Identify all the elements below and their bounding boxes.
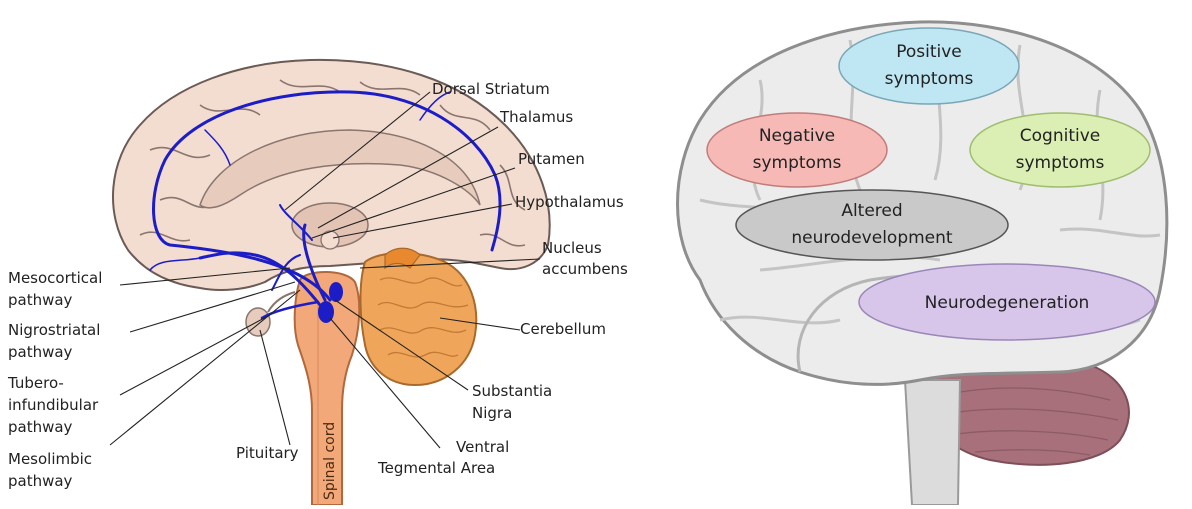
oval-positive-symptoms (839, 28, 1019, 104)
label-cerebellum: Cerebellum (520, 320, 606, 338)
label-nigrostriatal-line2: pathway (8, 343, 73, 361)
altered-neurodevelopment-line2: neurodevelopment (791, 228, 953, 248)
label-putamen: Putamen (518, 150, 585, 168)
right-brain-panel: Positive symptoms Negative symptoms Cogn… (678, 22, 1167, 505)
negative-symptoms-line1: Negative (759, 126, 835, 146)
left-brain-panel: Dorsal Striatum Thalamus Putamen Hypotha… (7, 60, 628, 505)
label-substantia-nigra-line1: Substantia (472, 382, 552, 400)
substantia-nigra-blob (329, 282, 343, 302)
cognitive-symptoms-line2: symptoms (1016, 153, 1105, 173)
cerebellum-shape (360, 248, 476, 385)
label-hypothalamus: Hypothalamus (515, 193, 624, 211)
label-vta-line1: Ventral (456, 438, 509, 456)
negative-symptoms-line2: symptoms (753, 153, 842, 173)
label-mesocortical-line1: Mesocortical (8, 269, 102, 287)
oval-negative-symptoms (707, 113, 887, 187)
right-brainstem (905, 380, 960, 505)
label-nucleus-accumbens-line2: accumbens (542, 260, 628, 278)
label-mesolimbic-line2: pathway (8, 472, 73, 490)
label-nucleus-accumbens-line1: Nucleus (542, 239, 602, 257)
oval-cognitive-symptoms (970, 113, 1150, 187)
neurodegeneration-label: Neurodegeneration (925, 293, 1090, 313)
label-spinal-cord: Spinal cord (322, 422, 338, 500)
label-mesocortical-line2: pathway (8, 291, 73, 309)
label-tubero-line3: pathway (8, 418, 73, 436)
cognitive-symptoms-line1: Cognitive (1020, 126, 1100, 146)
label-thalamus: Thalamus (499, 108, 573, 126)
label-substantia-nigra-line2: Nigra (472, 404, 512, 422)
positive-symptoms-line1: Positive (896, 42, 962, 62)
label-tubero-line1: Tubero- (7, 374, 64, 392)
label-tubero-line2: infundibular (8, 396, 99, 414)
label-mesolimbic-line1: Mesolimbic (8, 450, 92, 468)
label-pituitary: Pituitary (236, 444, 299, 462)
label-dorsal-striatum: Dorsal Striatum (432, 80, 550, 98)
altered-neurodevelopment-line1: Altered (841, 201, 902, 221)
label-vta-line2: Tegmental Area (377, 459, 495, 477)
label-nigrostriatal-line1: Nigrostriatal (8, 321, 100, 339)
positive-symptoms-line2: symptoms (885, 69, 974, 89)
